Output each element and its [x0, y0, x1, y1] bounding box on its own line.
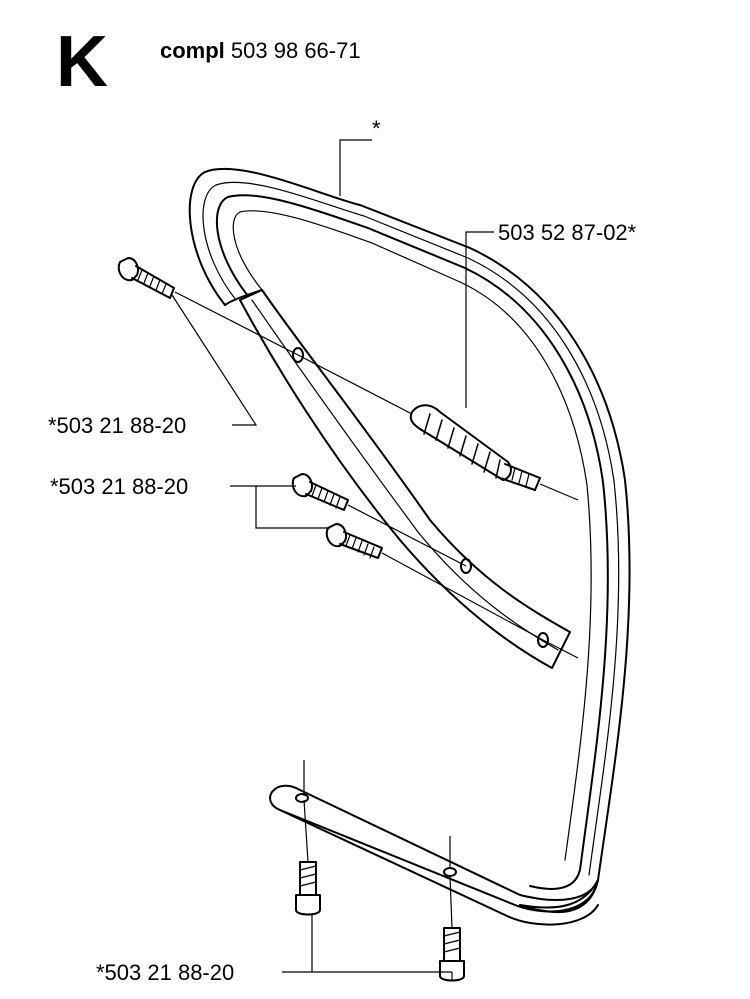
compl-part-number: 503 98 66-71	[230, 38, 361, 63]
brace-strut	[239, 289, 571, 669]
screw-bottom-right	[439, 927, 465, 982]
callout-vibration-damper: 503 52 87-02*	[498, 220, 637, 245]
handle-bar	[188, 167, 631, 914]
assembly-header: compl 503 98 66-71	[160, 38, 361, 64]
callout-screw-bottom: *503 21 88-20	[96, 960, 235, 985]
callout-screw-top: *503 21 88-20	[48, 413, 187, 438]
vibration-damper	[409, 404, 541, 491]
screw-middle-lower	[325, 523, 383, 559]
screw-bottom-left	[295, 861, 321, 916]
screw-middle-upper	[291, 473, 349, 511]
section-letter: K	[56, 22, 108, 102]
screw-top-left	[117, 257, 175, 299]
callout-handle-bar: *	[372, 116, 381, 141]
callout-screw-middle: *503 21 88-20	[50, 474, 189, 499]
compl-label: compl	[160, 38, 225, 63]
